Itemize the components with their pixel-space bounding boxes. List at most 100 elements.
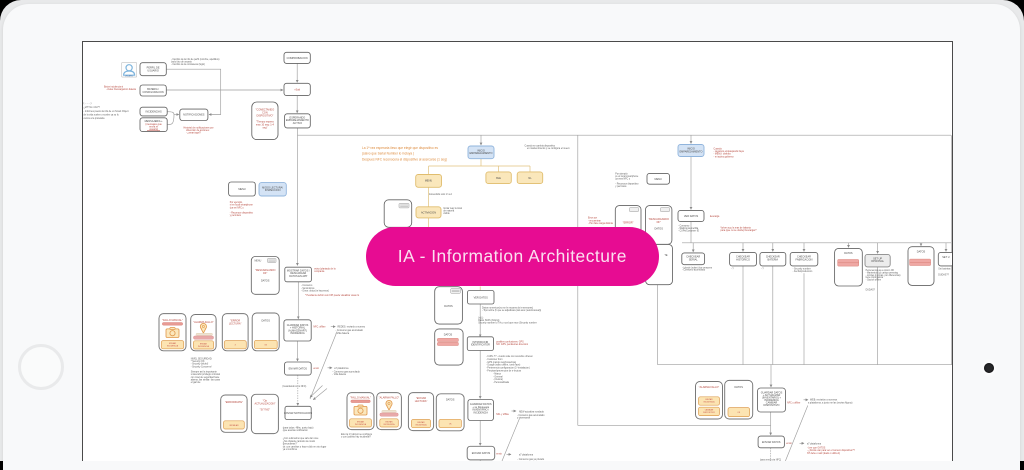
svg-text:Cuando:: Cuando:: [714, 148, 723, 150]
svg-text:(para todos: 48hs, punto bajo): (para todos: 48hs, punto bajo): [283, 426, 314, 429]
svg-text:IDENTIFICATOR: IDENTIFICATOR: [471, 344, 490, 347]
svg-text:+ su bloqueara: + su bloqueara: [472, 406, 489, 409]
svg-text:- Security number: - Security number: [793, 268, 811, 271]
svg-text:(INVENTARIO) +: (INVENTARIO) +: [762, 396, 781, 399]
svg-text:de la vida suelen o suelen ya: de la vida suelen o suelen ya su fu: [84, 115, 120, 117]
svg-text:¿off? No: info??: ¿off? No: info??: [84, 107, 101, 109]
svg-text:- Security Concerns/: - Security Concerns/: [191, 365, 212, 368]
svg-text:- Reconoce dispositivo: - Reconoce dispositivo: [230, 211, 254, 214]
svg-text:- Google (salvo offline, tomb: - Google (salvo offline, tomb fave): [486, 364, 521, 367]
svg-text:DATOS: DATOS: [261, 280, 270, 283]
svg-text:GUARDAR DATOS: GUARDAR DATOS: [287, 324, 309, 327]
svg-text:CHECKEAR: CHECKEAR: [686, 256, 700, 259]
svg-text:+Salt: +Salt: [294, 89, 300, 92]
svg-text:descarga: descarga: [710, 215, 720, 218]
svg-text:- Opcion offline: - Opcion offline: [866, 279, 882, 281]
svg-text:"ERROR: "ERROR: [230, 320, 240, 323]
svg-text:(ALMACENAR?): (ALMACENAR?): [288, 329, 307, 332]
svg-text:INCIDENCIA: INCIDENCIA: [290, 332, 305, 335]
svg-text:USUARIO: USUARIO: [147, 69, 158, 72]
svg-text:CHECKEAR: CHECKEAR: [766, 256, 780, 259]
svg-text:* Pendiente definir usm KPI pu: * Pendiente definir usm KPI puede visual…: [305, 294, 360, 297]
svg-text:- vayamos emparejando haya: - vayamos emparejando haya: [714, 150, 745, 153]
svg-text:Pertenencia as a opcion OK: Pertenencia as a opcion OK: [866, 269, 895, 272]
svg-text:OPCIONAL: OPCIONAL: [871, 260, 885, 263]
svg-text:MOSTRAR DATOS /: MOSTRAR DATOS /: [287, 269, 310, 272]
svg-text:- MENU: disfruta: - MENU: disfruta: [714, 153, 732, 156]
svg-text:alarma, fan similar: foro para: alarma, fan similar: foro para: [191, 379, 221, 382]
svg-text:- Consumo gas acumulado: - Consumo gas acumulado: [517, 415, 545, 417]
svg-text:Por ejemplo: Por ejemplo: [615, 172, 628, 175]
svg-text:NL: NL: [528, 177, 532, 180]
svg-text:DF": DF": [263, 272, 267, 275]
svg-text:NO: GPS, pendientes direccion: NO: GPS, pendientes direccion: [496, 343, 529, 346]
svg-text:(Guardando si no NFC): (Guardando si no NFC): [282, 385, 306, 388]
svg-text:INCIDENCIAS: INCIDENCIAS: [146, 111, 162, 114]
svg-text:DATOS: DATOS: [444, 305, 453, 308]
svg-text:Encendido solo 1ª vez: Encendido solo 1ª vez: [429, 192, 453, 196]
svg-text:DUDAS??: DUDAS??: [938, 274, 949, 277]
svg-text:- Cambio de la contrasena (log: - Cambio de la contrasena (login): [171, 63, 205, 66]
svg-text:Iniciar way la local: Iniciar way la local: [443, 207, 462, 210]
svg-text:Cuando se cambia dispositivo: Cuando se cambia dispositivo: [525, 144, 556, 147]
svg-text:MENSAJERIA +: MENSAJERIA +: [145, 120, 164, 123]
svg-text:LECTURA": LECTURA": [229, 322, 242, 325]
svg-text:DUDAS?: DUDAS?: [866, 289, 876, 292]
svg-text:INCIDENCIA: INCIDENCIA: [167, 345, 179, 348]
svg-text:- Precisan/prevencion de n-lec: - Precisan/prevencion de n-lectura: [486, 370, 522, 373]
svg-text:envio: envio: [496, 454, 502, 456]
svg-text:- GPS (campo text/prelectiva): - GPS (campo text/prelectiva): [486, 361, 516, 364]
svg-text:NT debe o salir (dado o utiliz: NT debe o salir (dado o utiliza it): [807, 452, 840, 455]
svg-text:NIVEL SEGURIDAD:: NIVEL SEGURIDAD:: [191, 357, 213, 360]
svg-text:REDES: enviarlo a numero: REDES: enviarlo a numero: [338, 326, 366, 329]
svg-text:"Tiempo espera: "Tiempo espera: [256, 121, 274, 124]
svg-text:(precedieras?: (precedieras?: [283, 443, 298, 446]
svg-text:- Vida bateria: - Vida bateria: [332, 373, 346, 376]
svg-text:BATERIA /: BATERIA /: [147, 88, 159, 91]
svg-text:Datos numericos(no se le escan: Datos numericos(no se le escanea la in-s…: [482, 306, 533, 309]
svg-text:"ALARMA FALLO": "ALARMA FALLO": [699, 386, 720, 389]
svg-text:EMPAREJAMIENTO: EMPAREJAMIENTO: [470, 152, 493, 155]
svg-text:INCIDENCIA: INCIDENCIA: [473, 411, 488, 414]
svg-text:(mensajes que: (mensajes que: [145, 123, 162, 126]
svg-text:ACTIVO: ACTIVO: [293, 122, 302, 125]
svg-text:- Limites (normas, por diferen: - Limites (normas, por diferencias): [866, 274, 901, 277]
svg-text:DISPOSITIVO": DISPOSITIVO": [256, 115, 273, 118]
svg-text:+ HISTORIAL: + HISTORIAL: [290, 327, 306, 330]
svg-text:- Consumo: - Consumo: [301, 285, 313, 287]
svg-text:- Customer from: - Customer from: [486, 358, 503, 361]
svg-text:Datos SUPs (ficticio):: Datos SUPs (ficticio):: [478, 319, 500, 322]
svg-text:- Cambio de la info de perfil: - Cambio de la info de perfil (nombre, a…: [171, 58, 220, 61]
svg-text:(+)(:): (+)(:): [478, 317, 483, 319]
svg-text:(para envio via NFC): (para envio via NFC): [760, 458, 781, 461]
svg-text:a7 plataforma: a7 plataforma: [519, 453, 534, 456]
svg-text:NOTIFICACIONES: NOTIFICACIONES: [183, 114, 205, 117]
svg-text:EMPAREJAMIENTO: EMPAREJAMIENTO: [286, 119, 309, 122]
svg-text:(si: con cambios o hacer click: (si: con cambios o hacer click en otro l…: [283, 445, 327, 448]
svg-text:INCIDENCIA: INCIDENCIA: [764, 399, 779, 402]
svg-text:con nivel de seguridad hace: con nivel de seguridad hace: [191, 376, 220, 379]
svg-text:ENVIAR DATOS: ENVIAR DATOS: [472, 452, 491, 455]
svg-text:- ?: - ?: [761, 269, 764, 271]
svg-text:CONFIGURACION: CONFIGURACION: [142, 91, 163, 94]
svg-text:"DESCARGANDO: "DESCARGANDO: [648, 218, 669, 221]
svg-text:EMPAREJAMIENTO: EMPAREJAMIENTO: [680, 150, 703, 153]
svg-text:el garrote: el garrote: [191, 381, 201, 384]
svg-text:INICIO: INICIO: [687, 148, 695, 151]
svg-text:a plataforma, a junto me las (: a plataforma, a junto me las (enviar Alg…: [808, 402, 853, 405]
svg-text:DF": DF": [657, 221, 661, 224]
svg-text:posibles confusiones: GPS: posibles confusiones: GPS: [496, 342, 524, 344]
svg-text:¿No obstante (antonio de modo: ¿No obstante (antonio de modo: [283, 440, 316, 443]
svg-text:OK: OK: [449, 424, 452, 426]
svg-text:Por ejemplo,: Por ejemplo,: [230, 201, 243, 204]
svg-text:- Personalizada: - Personalizada: [493, 381, 510, 384]
svg-text:- (donde (sobre) los sensores: - (donde (sobre) los sensores: [682, 266, 713, 269]
svg-text:- Consumo gas acumulado: - Consumo gas acumulado: [336, 330, 364, 332]
svg-text:compania: compania: [314, 271, 325, 273]
svg-text:"FALLO MANUAL": "FALLO MANUAL": [350, 396, 371, 399]
svg-text:DATOS: DATOS: [844, 252, 853, 255]
svg-text:VER DATOS: VER DATOS: [474, 296, 489, 299]
svg-text:MENU: MENU: [655, 178, 663, 181]
svg-text:(ya sea NFC y: (ya sea NFC y: [615, 179, 631, 181]
svg-text:INTRODUCIR: INTRODUCIR: [473, 341, 489, 344]
